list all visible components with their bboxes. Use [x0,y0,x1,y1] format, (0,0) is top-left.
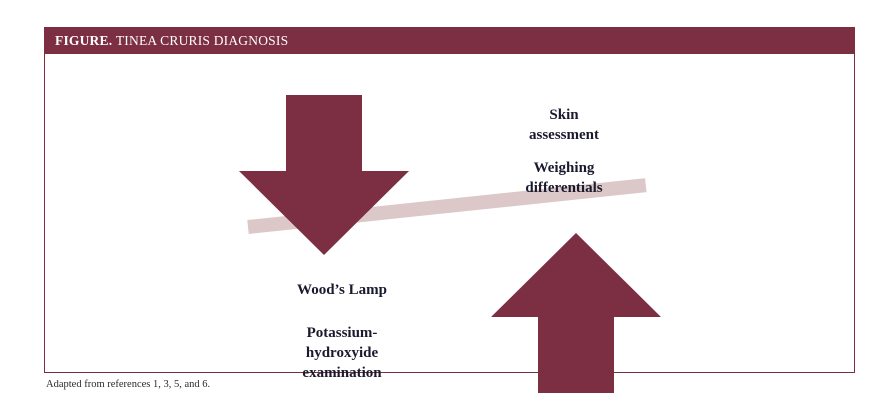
figure-frame: FIGURE. TINEA CRURIS DIAGNOSIS Skin asse… [44,27,855,393]
up-arrow-icon [491,233,661,393]
figure-title: FIGURE. TINEA CRURIS DIAGNOSIS [55,33,288,49]
figure-title-bar: FIGURE. TINEA CRURIS DIAGNOSIS [45,28,854,54]
figure-title-prefix: FIGURE. [55,33,113,48]
label-weighing-differentials: Weighing differentials [525,160,603,196]
label-woods-lamp: Wood’s Lamp [297,282,387,298]
down-arrow-icon [239,95,409,255]
label-skin-assessment: Skin assessment [529,107,599,143]
figure-title-main: TINEA CRURIS DIAGNOSIS [115,33,289,48]
figure-caption: Adapted from references 1, 3, 5, and 6. [46,379,211,390]
figure-canvas: Skin assessment Weighing differentials W… [45,54,854,393]
label-potassium-hydroxide-examination: Potassium- hydroxyide examination [302,325,382,381]
